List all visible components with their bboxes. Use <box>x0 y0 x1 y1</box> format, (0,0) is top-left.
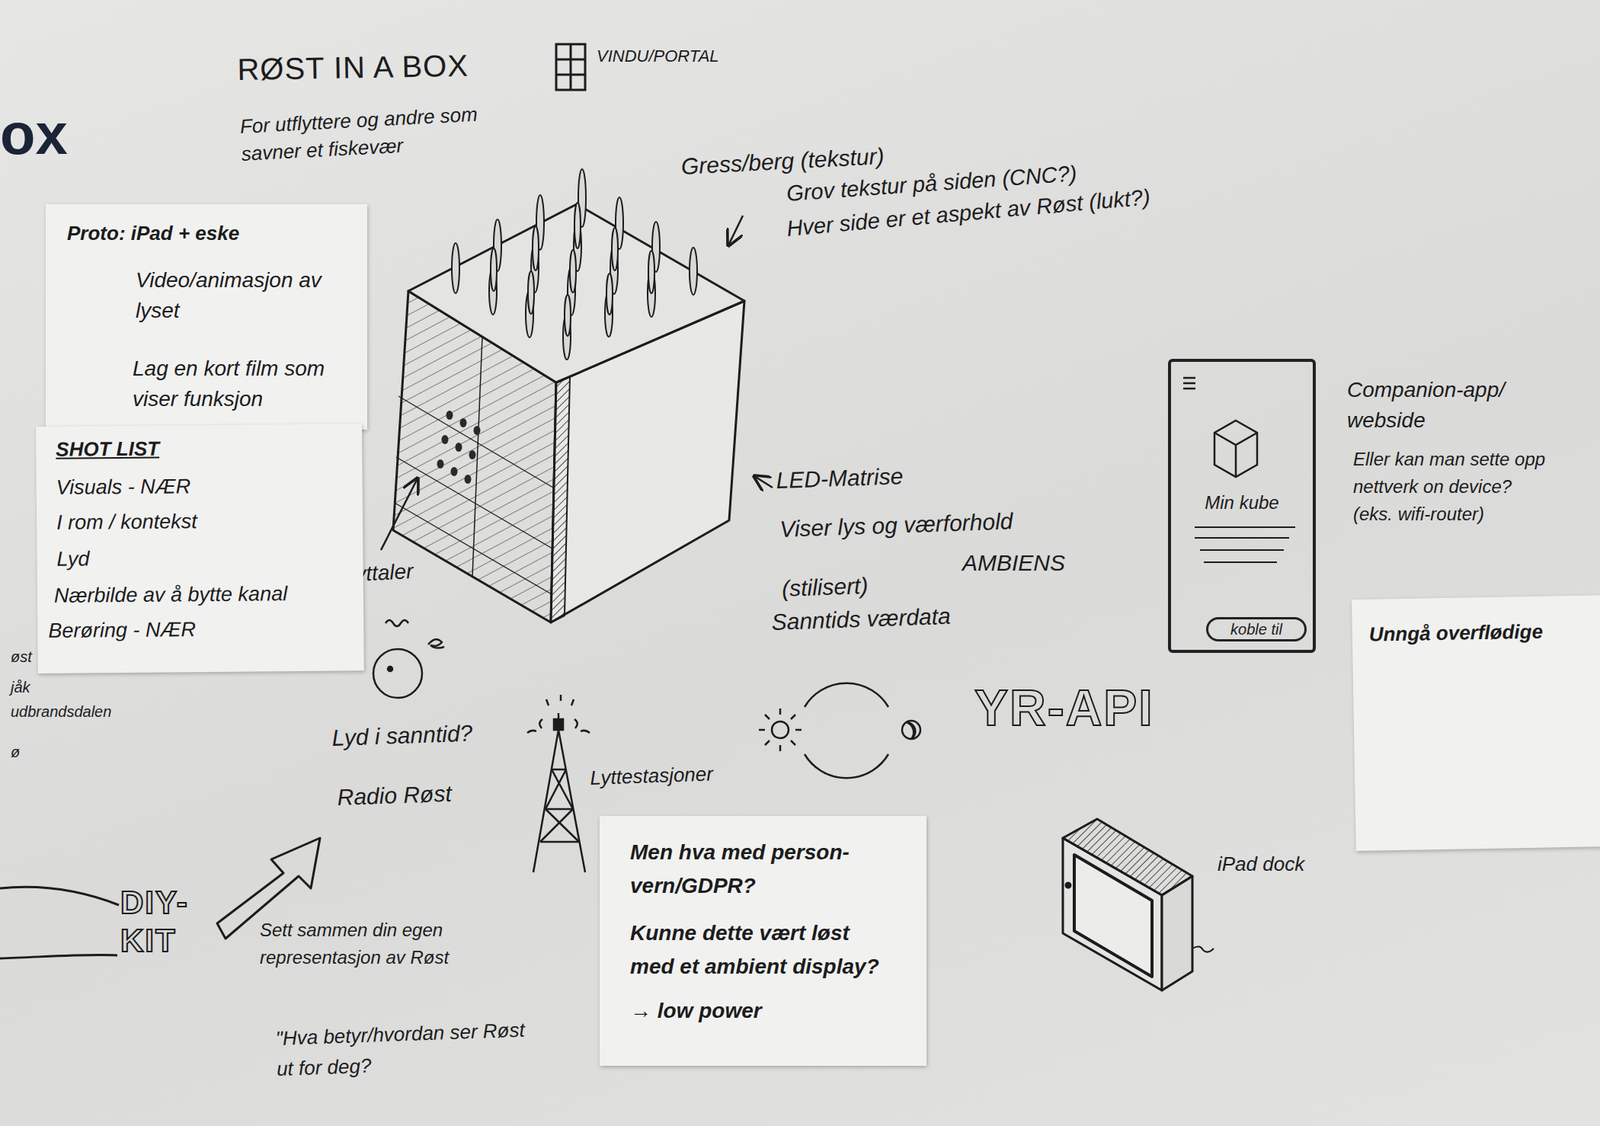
cut-off-heading: ox <box>0 97 68 170</box>
note-text: Min kube <box>1171 491 1313 515</box>
annotation: LED-Matrise <box>775 461 904 495</box>
note-text: koble til <box>1230 620 1283 640</box>
leader-arrows <box>380 215 773 551</box>
annotation: Sett sammen din egen representasjon av R… <box>259 916 512 972</box>
note-text: Visuals - NÆR <box>56 473 192 501</box>
sketch-title: RØST IN A BOX <box>236 46 469 89</box>
note-text: Nærbilde av å bytte kanal <box>54 581 288 609</box>
ipad-dock <box>1062 819 1214 991</box>
note-text: Berøring - NÆR <box>48 617 196 644</box>
quote-text: "Hva betyr/hvordan ser Røst ut for deg? <box>275 1014 529 1084</box>
fragment-text: jåk <box>10 678 31 698</box>
note-text: → low power <box>630 997 762 1024</box>
annotation: Eller kan man sette opp nettverk on devi… <box>1353 445 1548 528</box>
note-text: Lag en kort film som viser funksjon <box>132 353 339 415</box>
annotation: AMBIENS <box>962 548 1066 578</box>
sticky-note: Proto: iPad + eskeVideo/animasjon av lys… <box>45 204 368 430</box>
annotation: Sanntids værdata <box>771 601 951 637</box>
note-text: Kunne dette vært løst med et ambient dis… <box>630 916 890 984</box>
note-text: I rom / kontekst <box>56 508 198 536</box>
phone-mockup: Min kube koble til <box>1168 358 1316 653</box>
radio-tower <box>527 694 590 873</box>
note-text: Unngå overflødige <box>1369 619 1544 647</box>
note-text: Lyd <box>56 546 90 573</box>
fragment-text: udbrandsdalen <box>10 702 112 722</box>
annotation: Lyttestasjoner <box>589 761 714 791</box>
annotation: Lyd i sanntid? <box>331 719 474 753</box>
app-button: koble til <box>1206 617 1307 642</box>
fragment-text: ø <box>10 742 20 762</box>
note-text: Men hva med person-vern/GDPR? <box>630 835 890 903</box>
sticky-note: Unngå overflødige <box>1351 595 1600 852</box>
kit-label: DIY-KIT <box>120 883 216 960</box>
subtitle: For utflyttere og andre som savner et fi… <box>239 99 493 168</box>
annotation: Companion-app/ webside <box>1347 374 1553 436</box>
speaker-symbol <box>373 620 445 698</box>
day-night-cycle <box>758 683 921 779</box>
note-text: SHOT LIST <box>55 436 160 463</box>
cube-sketch <box>393 169 745 623</box>
sticky-note: Men hva med person-vern/GDPR? Kunne dette… <box>599 816 927 1066</box>
note-text: Video/animasjon av lyset <box>135 265 327 327</box>
annotation: Radio Røst <box>336 779 452 813</box>
window-icon <box>556 44 586 90</box>
header-note: VINDU/PORTAL <box>596 45 720 68</box>
app-mockup-details <box>1183 377 1296 563</box>
sticky-note: SHOT LIST Visuals - NÆR I rom / kontekstLy… <box>35 423 365 674</box>
fragment-text: øst <box>10 647 32 667</box>
api-label: YR-API <box>974 676 1155 740</box>
annotation: iPad dock <box>1217 851 1305 877</box>
note-text: Proto: iPad + eske <box>67 220 240 247</box>
